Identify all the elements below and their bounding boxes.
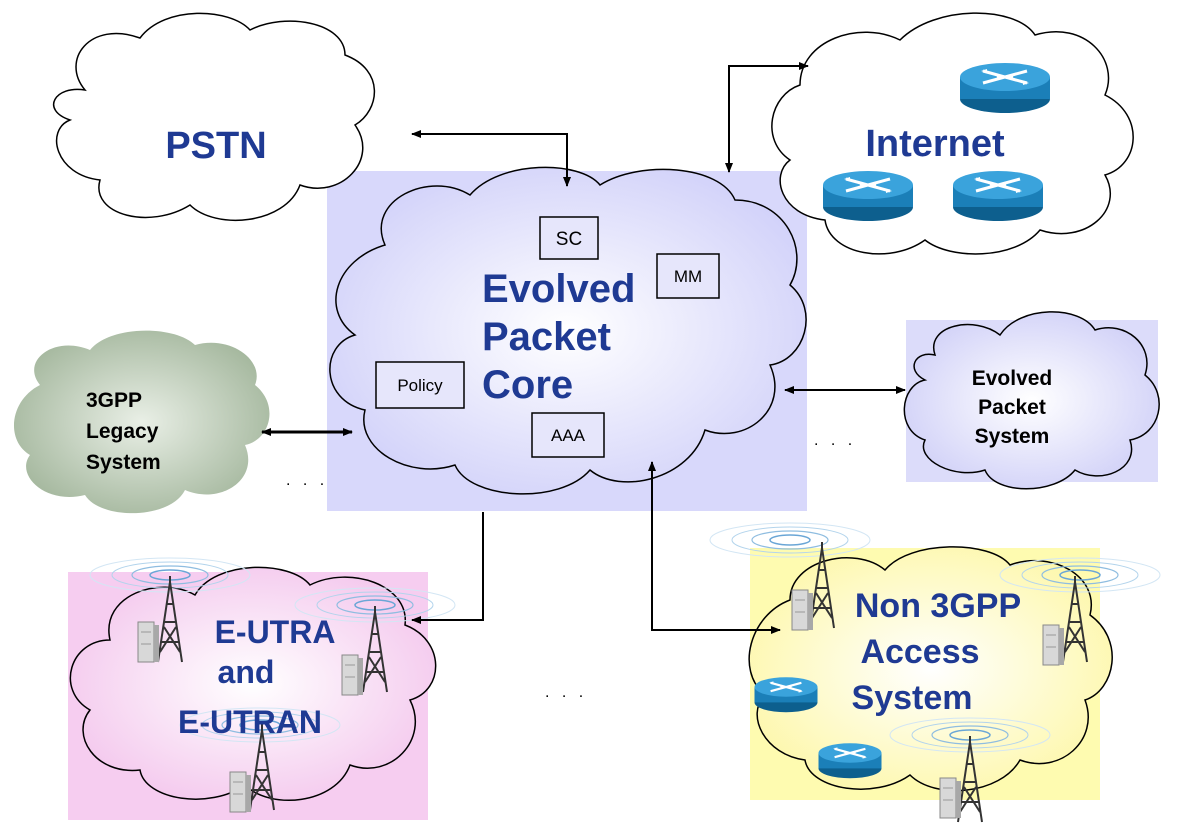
internet-epc-link	[725, 62, 809, 173]
aaa-box: AAA	[531, 412, 605, 458]
base-station-icon	[137, 621, 160, 663]
base-station-icon	[1042, 624, 1065, 666]
base-station-icon	[791, 589, 814, 631]
pstn-label: PSTN	[165, 125, 266, 167]
non3gpp-label-line1: Non 3GPP	[855, 587, 1021, 625]
non3gpp-epc-link	[648, 461, 781, 634]
pstn-cloud	[52, 12, 376, 221]
non3gpp-cloud	[748, 546, 1113, 792]
base-station-icon	[229, 771, 252, 813]
router-icon	[821, 169, 915, 223]
sc-box: SC	[539, 216, 599, 260]
epc-cloud	[329, 166, 807, 495]
ellipsis-legacy: . . .	[286, 472, 328, 489]
router-icon	[958, 61, 1052, 115]
internet-label: Internet	[865, 123, 1005, 165]
eps-label-line1: Evolved	[972, 367, 1053, 390]
router-icon	[753, 676, 819, 714]
epc-label-line3: Core	[482, 363, 573, 407]
router-icon	[951, 169, 1045, 223]
policy-label: Policy	[397, 376, 443, 395]
legacy-cloud	[13, 330, 270, 514]
router-icon	[817, 742, 883, 780]
sc-label: SC	[556, 229, 582, 250]
eps-label-line2: Packet	[978, 396, 1046, 419]
eps-cloud	[903, 311, 1160, 490]
policy-box: Policy	[375, 361, 465, 409]
mm-box: MM	[656, 253, 720, 299]
legacy-label-line1: 3GPP	[86, 389, 142, 412]
eutra-epc-link	[411, 512, 484, 624]
non3gpp-label-line3: System	[852, 679, 973, 717]
base-station-icon	[939, 777, 962, 819]
eutra-label-line1: E-UTRA	[215, 614, 336, 650]
ellipsis-access: . . .	[545, 684, 587, 701]
eutra-label-line3: E-UTRAN	[178, 704, 322, 740]
legacy-label-line2: Legacy	[86, 420, 159, 443]
ellipsis-eps: . . .	[814, 432, 856, 449]
eutra-label-line2: and	[218, 654, 275, 690]
non3gpp-label-line2: Access	[860, 633, 979, 671]
pstn-epc-link	[411, 130, 571, 187]
epc-label-line2: Packet	[482, 315, 611, 359]
eps-label-line3: System	[975, 425, 1050, 448]
legacy-label-line3: System	[86, 451, 161, 474]
aaa-label: AAA	[551, 426, 586, 445]
epc-label-line1: Evolved	[482, 267, 635, 311]
base-station-icon	[341, 654, 364, 696]
mm-label: MM	[674, 267, 702, 286]
